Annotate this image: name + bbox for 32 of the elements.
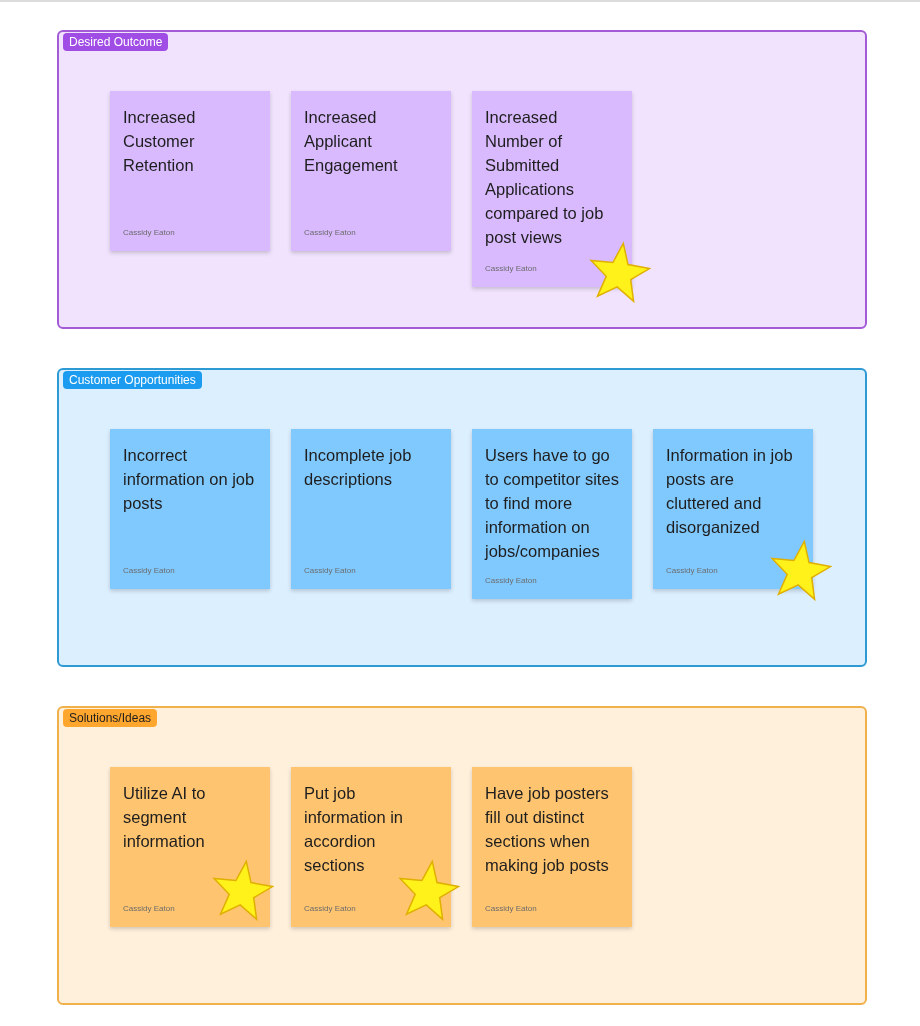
- section-panel: [57, 30, 867, 329]
- author-name: Cassidy Eaton: [123, 566, 175, 575]
- author-name: Cassidy Eaton: [485, 576, 537, 585]
- sticky-note: [472, 767, 632, 927]
- author-name: Cassidy Eaton: [485, 264, 537, 273]
- note-text: Users have to go to competitor sites to find more information on jobs/companies: [485, 445, 620, 562]
- sticky-note: [291, 91, 451, 251]
- sticky-note: [110, 429, 270, 589]
- section-tab: Customer Opportunities: [63, 371, 202, 389]
- section-tab: Solutions/Ideas: [63, 709, 158, 727]
- author-name: Cassidy Eaton: [123, 904, 175, 913]
- sticky-note: [110, 91, 270, 251]
- section-panel: [57, 706, 867, 1005]
- note-text: Incorrect information on job posts: [123, 445, 256, 514]
- author-name: Cassidy Eaton: [485, 904, 537, 913]
- note-text: Have job posters fill out distinct sections when making job posts: [485, 783, 610, 876]
- sticky-note: [291, 429, 451, 589]
- note-text: Information in job posts are cluttered and disorganized: [666, 445, 794, 538]
- author-name: Cassidy Eaton: [666, 566, 718, 575]
- note-text: Put job information in accordion sections: [304, 783, 405, 876]
- section-panel: [57, 368, 867, 667]
- note-text: Utilize AI to segment information: [123, 783, 207, 852]
- sticky-note: [472, 429, 632, 599]
- note-text: Increased Applicant Engagement: [304, 107, 399, 176]
- note-text: Incomplete job descriptions: [304, 445, 413, 490]
- author-name: Cassidy Eaton: [304, 228, 356, 237]
- author-name: Cassidy Eaton: [304, 566, 356, 575]
- note-text: Increased Number of Submitted Applications compared to job post views: [485, 107, 605, 248]
- section-tab: Desired Outcome: [63, 33, 169, 51]
- author-name: Cassidy Eaton: [304, 904, 356, 913]
- author-name: Cassidy Eaton: [123, 228, 175, 237]
- note-text: Increased Customer Retention: [123, 107, 197, 176]
